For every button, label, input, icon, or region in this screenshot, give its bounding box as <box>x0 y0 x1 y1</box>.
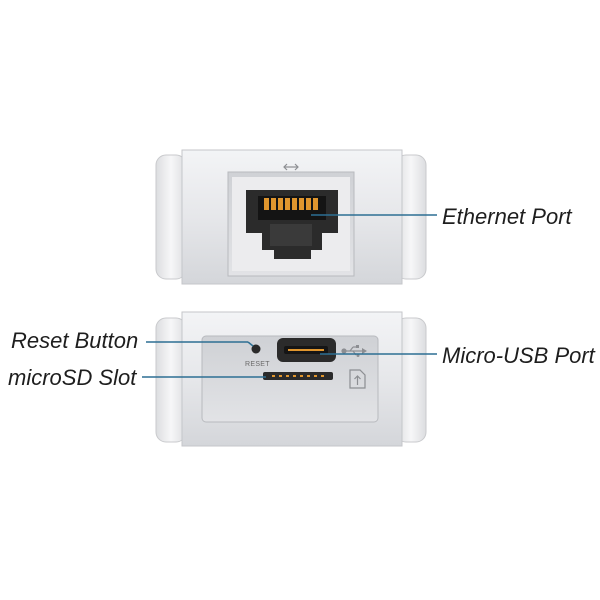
reset-button-label: Reset Button <box>11 328 139 353</box>
bottom-view <box>142 311 437 447</box>
microsd-slot-label: microSD Slot <box>8 365 137 390</box>
microsd-slot[interactable] <box>263 372 333 380</box>
port-contacts <box>264 198 318 210</box>
reset-leader-drop <box>247 341 254 347</box>
micro-usb-port-label: Micro-USB Port <box>442 343 595 368</box>
top-view <box>155 149 437 285</box>
micro-usb-port[interactable] <box>277 338 336 362</box>
reset-button[interactable] <box>251 344 261 354</box>
microsd-symbol-icon <box>349 369 366 389</box>
ethernet-port[interactable] <box>246 190 338 259</box>
ethernet-port-label: Ethernet Port <box>442 204 572 229</box>
reset-printed-label: RESET <box>245 361 270 368</box>
ethernet-symbol-icon <box>283 163 299 171</box>
usb-symbol-icon <box>341 345 367 357</box>
